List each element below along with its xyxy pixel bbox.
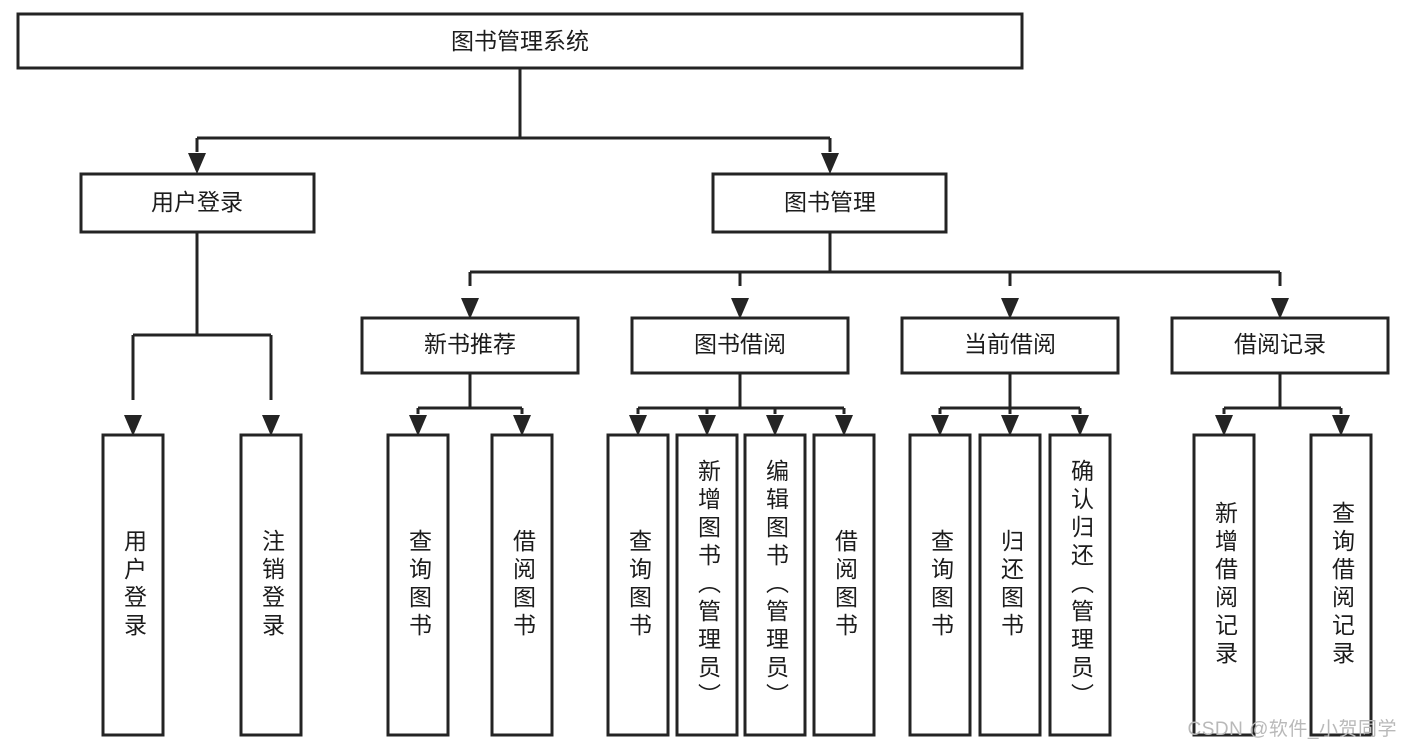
- arrow-to-leaf-nbr-2: [513, 415, 531, 436]
- leaf-cb-3[interactable]: [1048, 433, 1112, 737]
- arrow-to-leaf-cb-2: [1001, 415, 1019, 436]
- arrow-to-user-login: [188, 153, 206, 174]
- arrow-to-leaf-nbr-1: [409, 415, 427, 436]
- leaf-nbr-2[interactable]: [490, 433, 554, 737]
- leaf-nbr-1[interactable]: [386, 433, 450, 737]
- node-root-label: 图书管理系统: [451, 28, 589, 54]
- watermark: CSDN @软件_小贺同学: [1187, 719, 1397, 740]
- node-borrow-record-label: 借阅记录: [1234, 331, 1326, 357]
- node-user-login-label: 用户登录: [151, 189, 243, 215]
- leaf-bb-1[interactable]: [606, 433, 670, 737]
- leaf-br-1[interactable]: [1192, 433, 1256, 737]
- node-book-borrow-label: 图书借阅: [694, 331, 786, 357]
- leaf-user-login-1[interactable]: [101, 433, 165, 737]
- arrow-to-leaf-br-2: [1332, 415, 1350, 436]
- leaf-bb-3[interactable]: [743, 433, 807, 737]
- node-borrow-record[interactable]: [1170, 316, 1390, 375]
- arrow-to-book-manage: [821, 153, 839, 174]
- arrow-to-leaf-bb-2: [698, 415, 716, 436]
- arrow-to-leaf-user-login-1: [124, 415, 142, 436]
- node-new-book-recommend[interactable]: [360, 316, 580, 375]
- node-current-borrow[interactable]: [900, 316, 1120, 375]
- leaf-br-2[interactable]: [1309, 433, 1373, 737]
- node-book-borrow[interactable]: [630, 316, 850, 375]
- node-current-borrow-label: 当前借阅: [964, 331, 1056, 357]
- arrow-to-leaf-cb-3: [1071, 415, 1089, 436]
- arrow-to-borrow-record: [1271, 298, 1289, 319]
- arrow-to-leaf-bb-4: [835, 415, 853, 436]
- node-book-manage[interactable]: [711, 172, 948, 234]
- node-root[interactable]: [16, 12, 1024, 70]
- arrow-to-leaf-cb-1: [931, 415, 949, 436]
- arrow-to-book-borrow: [731, 298, 749, 319]
- node-book-manage-label: 图书管理: [784, 189, 876, 215]
- leaf-bb-4[interactable]: [812, 433, 876, 737]
- arrow-to-new-book-recommend: [461, 298, 479, 319]
- arrow-to-leaf-br-1: [1215, 415, 1233, 436]
- leaf-user-login-2[interactable]: [239, 433, 303, 737]
- arrow-to-leaf-user-login-2: [262, 415, 280, 436]
- leaf-cb-1[interactable]: [908, 433, 972, 737]
- arrow-to-leaf-bb-1: [629, 415, 647, 436]
- arrow-to-current-borrow: [1001, 298, 1019, 319]
- leaf-bb-2[interactable]: [675, 433, 739, 737]
- node-new-book-recommend-label: 新书推荐: [424, 331, 516, 357]
- arrow-to-leaf-bb-3: [766, 415, 784, 436]
- leaf-cb-2[interactable]: [978, 433, 1042, 737]
